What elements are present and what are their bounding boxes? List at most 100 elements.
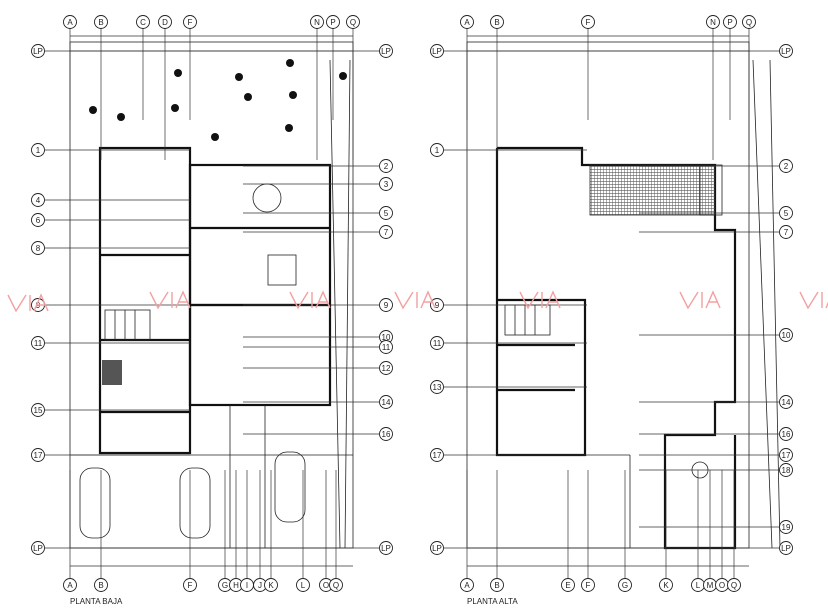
watermark-logo: [519, 290, 561, 310]
axis-bubble-left: 1: [31, 143, 45, 157]
axis-bubble-right: 14: [779, 395, 793, 409]
svg-text:F: F: [586, 581, 591, 590]
axis-bubble-right: 5: [379, 206, 393, 220]
axis-bubble-right: 16: [779, 427, 793, 441]
plan-title-planta-baja: PLANTA BAJA: [70, 597, 123, 606]
axis-bubble-top: P: [723, 15, 737, 29]
svg-text:18: 18: [782, 466, 791, 475]
svg-text:K: K: [663, 581, 669, 590]
svg-text:14: 14: [382, 398, 391, 407]
watermark-logo: [394, 290, 436, 310]
svg-text:19: 19: [782, 523, 791, 532]
svg-text:I: I: [246, 581, 248, 590]
svg-text:10: 10: [382, 333, 391, 342]
svg-text:Q: Q: [350, 18, 356, 27]
svg-text:16: 16: [782, 430, 791, 439]
axis-bubble-top: B: [490, 15, 504, 29]
axis-bubble-right: 12: [379, 361, 393, 375]
axis-bubble-left: 17: [31, 448, 45, 462]
svg-text:A: A: [67, 18, 73, 27]
tree-icon: [89, 106, 97, 114]
lot-boundary-baja: [69, 41, 354, 549]
axis-bubble-bottom: G: [618, 578, 632, 592]
tree-icon: [289, 91, 297, 99]
axis-bubble-top: D: [158, 15, 172, 29]
svg-text:11: 11: [433, 339, 442, 348]
axis-bubble-left: 11: [430, 336, 444, 350]
axis-bubble-bottom: K: [264, 578, 278, 592]
svg-text:5: 5: [784, 209, 789, 218]
svg-text:LP: LP: [33, 47, 43, 56]
svg-text:N: N: [314, 18, 320, 27]
svg-text:F: F: [188, 581, 193, 590]
svg-text:P: P: [330, 18, 335, 27]
svg-text:O: O: [323, 581, 329, 590]
axis-bubble-left: 17: [430, 448, 444, 462]
watermark-logo: [799, 291, 828, 310]
svg-text:14: 14: [782, 398, 791, 407]
axis-bubble-top: Q: [346, 15, 360, 29]
svg-text:A: A: [464, 581, 470, 590]
axis-bubble-bottom: L: [691, 578, 705, 592]
axis-bubble-bottom: I: [240, 578, 254, 592]
garden-trees: [89, 59, 347, 141]
axis-bubble-right: 19: [779, 520, 793, 534]
svg-text:17: 17: [433, 451, 442, 460]
svg-text:LP: LP: [381, 544, 391, 553]
svg-text:F: F: [586, 18, 591, 27]
axis-bubble-right: 10: [379, 330, 393, 344]
axis-bubble-top: A: [460, 15, 474, 29]
svg-text:LP: LP: [381, 47, 391, 56]
axis-bubble-left: 11: [31, 336, 45, 350]
svg-text:C: C: [140, 18, 146, 27]
watermark-logo: [7, 293, 49, 313]
svg-text:12: 12: [382, 364, 391, 373]
svg-text:A: A: [464, 18, 470, 27]
axis-bubble-right: LP: [379, 541, 393, 555]
axis-bubble-right: 16: [379, 427, 393, 441]
svg-text:7: 7: [384, 228, 389, 237]
watermark-logo: [289, 290, 331, 310]
axis-bubble-bottom: M: [703, 578, 717, 592]
axis-bubble-bottom: A: [460, 578, 474, 592]
plan-title-planta-alta: PLANTA ALTA: [467, 597, 518, 606]
axis-bubble-left: 1: [430, 143, 444, 157]
axis-bubble-top: F: [183, 15, 197, 29]
svg-text:9: 9: [384, 301, 389, 310]
svg-text:3: 3: [384, 180, 389, 189]
axis-bubble-bottom: O: [715, 578, 729, 592]
axis-bubble-left: LP: [31, 44, 45, 58]
watermark-logo: [149, 290, 191, 310]
svg-text:Q: Q: [333, 581, 339, 590]
axis-bubble-left: 6: [31, 213, 45, 227]
axis-bubble-right: 9: [379, 298, 393, 312]
axis-bubble-right: LP: [779, 541, 793, 555]
svg-text:J: J: [258, 581, 262, 590]
axis-bubble-bottom: F: [581, 578, 595, 592]
axis-bubble-bottom: K: [659, 578, 673, 592]
axis-bubble-right: 2: [379, 159, 393, 173]
svg-text:8: 8: [36, 244, 41, 253]
svg-text:LP: LP: [781, 47, 791, 56]
svg-text:15: 15: [34, 406, 43, 415]
svg-text:1: 1: [36, 146, 41, 155]
axis-bubble-bottom: Q: [329, 578, 343, 592]
tree-icon: [174, 69, 182, 77]
svg-text:11: 11: [382, 343, 391, 352]
axis-bubble-right: 2: [779, 159, 793, 173]
axis-bubble-top: N: [706, 15, 720, 29]
tree-icon: [244, 93, 252, 101]
tree-icon: [211, 133, 219, 141]
svg-text:O: O: [719, 581, 725, 590]
axis-bubble-top: A: [63, 15, 77, 29]
axis-bubble-top: Q: [742, 15, 756, 29]
kitchen-block-baja: [188, 303, 332, 407]
lot-boundary-alta: [466, 41, 750, 549]
tree-icon: [339, 72, 347, 80]
axis-bubble-left: 9: [430, 298, 444, 312]
svg-text:11: 11: [34, 339, 43, 348]
svg-text:G: G: [622, 581, 628, 590]
svg-text:LP: LP: [432, 47, 442, 56]
